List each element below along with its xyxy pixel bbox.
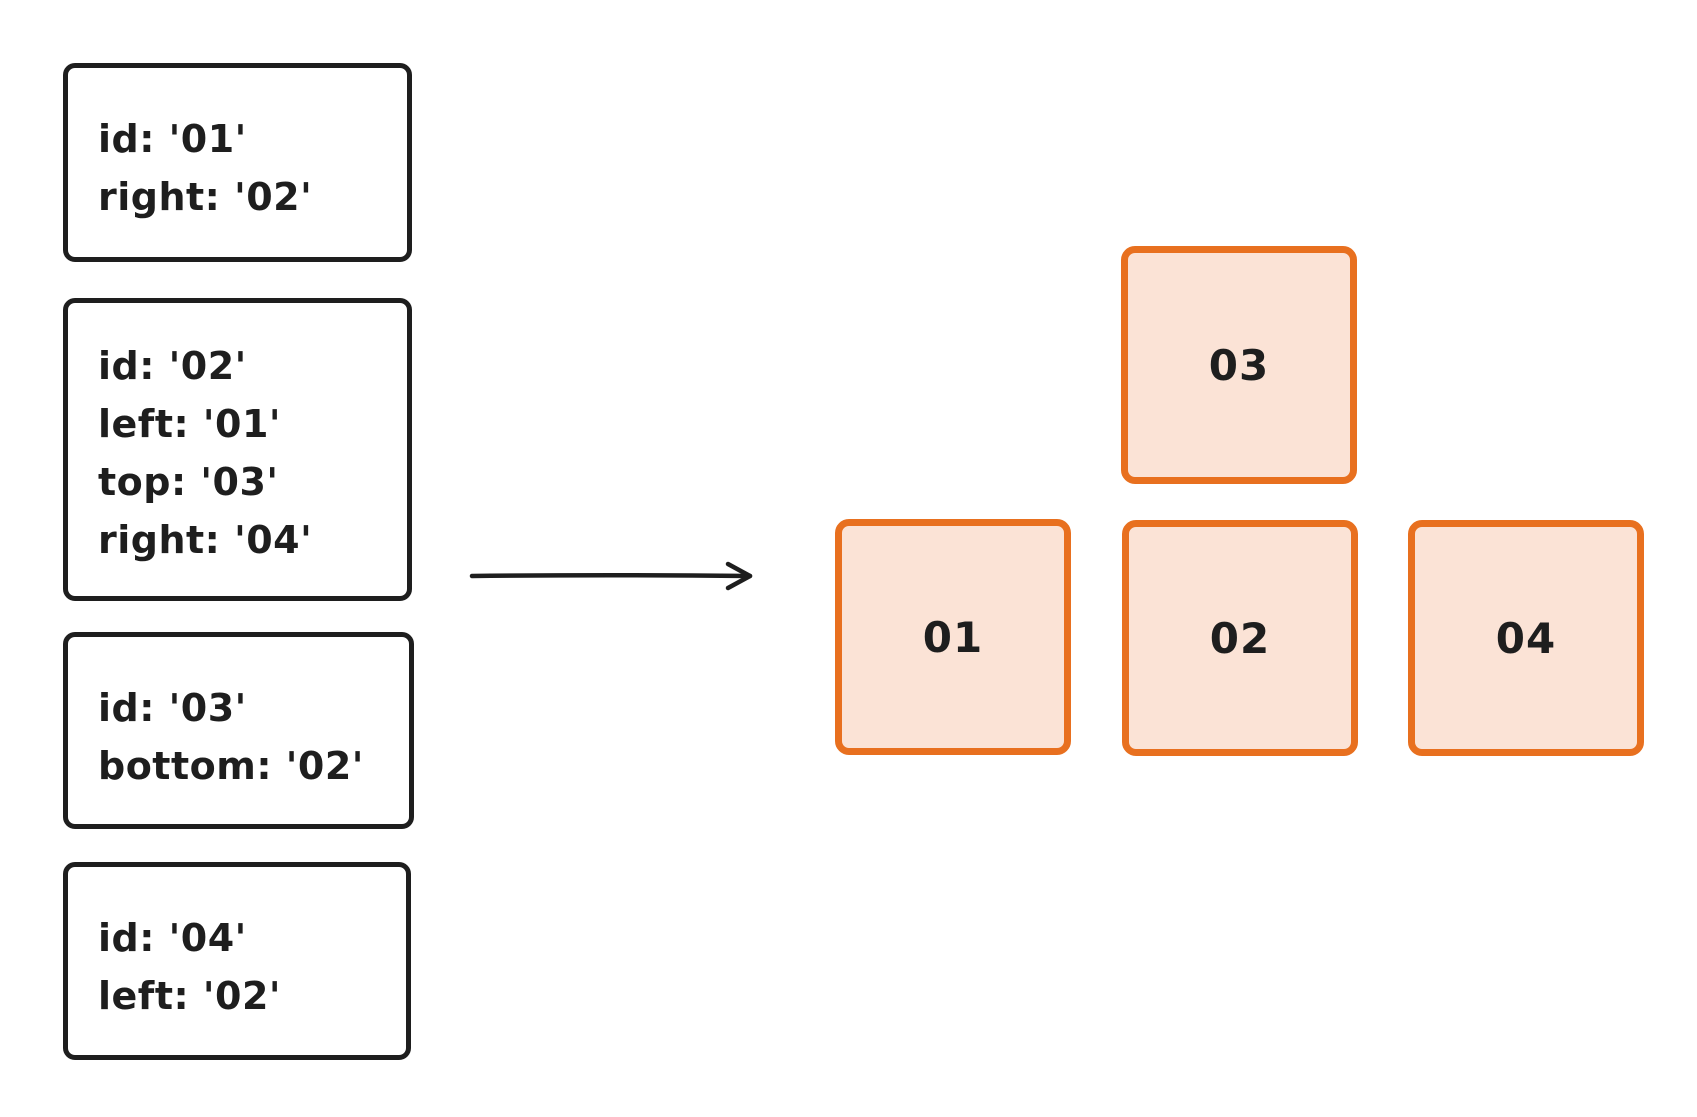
record-line: left: '02' (98, 974, 282, 1018)
record-line: id: '04' (98, 916, 247, 960)
record-card-02: id: '02' left: '01' top: '03' right: '04… (63, 298, 412, 601)
record-line: id: '03' (98, 686, 247, 730)
tile-04: 04 (1408, 520, 1644, 756)
record-line: top: '03' (98, 460, 279, 504)
record-card-01: id: '01' right: '02' (63, 63, 412, 262)
record-line: id: '01' (98, 117, 247, 161)
tile-label: 01 (922, 612, 984, 662)
tile-01: 01 (835, 519, 1071, 755)
record-line: left: '01' (98, 402, 282, 446)
tile-label: 03 (1208, 340, 1270, 390)
record-card-04: id: '04' left: '02' (63, 862, 411, 1060)
record-line: id: '02' (98, 344, 247, 388)
record-line: bottom: '02' (98, 744, 364, 788)
tile-label: 04 (1495, 613, 1557, 663)
right-arrow-icon (469, 561, 753, 591)
record-line: right: '02' (98, 175, 313, 219)
record-line: right: '04' (98, 518, 313, 562)
tile-03: 03 (1121, 246, 1357, 484)
tile-02: 02 (1122, 520, 1358, 756)
record-card-03: id: '03' bottom: '02' (63, 632, 414, 829)
tile-label: 02 (1209, 613, 1271, 663)
